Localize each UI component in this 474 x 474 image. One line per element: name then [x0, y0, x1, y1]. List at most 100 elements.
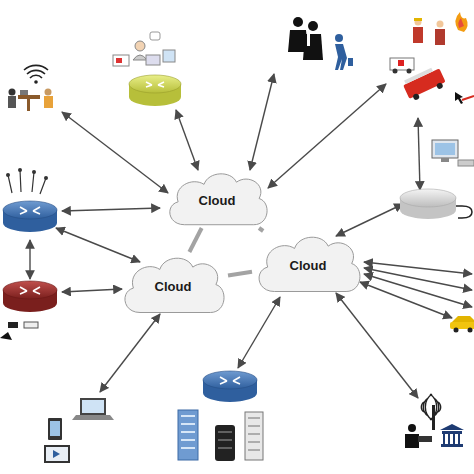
office-devices-icon-part	[163, 50, 175, 62]
cloud-link	[189, 228, 201, 252]
car-icon-part	[468, 328, 473, 333]
car-icon-part	[454, 328, 459, 333]
cafe-users-icon-part	[20, 90, 28, 95]
office-devices-icon-part	[146, 55, 160, 65]
node-label: Cloud	[155, 279, 192, 294]
car-icon	[450, 316, 474, 333]
user-devices-icon-part	[46, 447, 68, 461]
router-symbol	[3, 281, 57, 312]
router-symbol-part	[220, 377, 240, 384]
public-services-icon-part	[432, 405, 435, 430]
public-services-icon-part	[421, 394, 432, 420]
office-devices-icon-part	[113, 55, 129, 66]
router-symbol-part	[129, 75, 181, 93]
router-symbol	[129, 75, 181, 106]
cloud-outline	[170, 174, 267, 225]
public-services-icon-part	[440, 424, 464, 430]
emergency-services-icon-part-part	[436, 82, 444, 90]
computer-icon-part	[441, 158, 449, 162]
user-devices-icon-part	[53, 450, 60, 458]
wireless-devices-icon	[6, 168, 48, 194]
router-symbol-part	[20, 287, 40, 294]
emergency-services-icon-part	[407, 69, 412, 74]
buildings-icon-part	[245, 412, 263, 460]
emergency-services-icon-part	[458, 18, 464, 28]
device-arrows-part	[62, 208, 160, 211]
cafe-users-icon-part	[45, 89, 52, 96]
cafe-users-icon	[8, 65, 53, 111]
buildings-icon-part	[248, 418, 260, 450]
cloud-link	[228, 272, 252, 276]
device-arrows-part	[268, 84, 386, 188]
cloud-outline	[125, 258, 224, 312]
device-arrows-part	[29, 240, 30, 279]
router-symbol	[203, 371, 257, 402]
device-arrows-part	[418, 118, 420, 190]
cloud-node: Cloud	[118, 252, 228, 316]
office-devices-icon-part	[116, 58, 122, 63]
emergency-services-icon-part	[415, 19, 422, 26]
device-arrows-part	[364, 262, 472, 274]
user-devices-icon-part	[48, 418, 62, 440]
public-services-icon-part	[441, 444, 463, 447]
wireless-devices-icon-part	[8, 170, 46, 194]
device-arrows-part	[176, 110, 198, 170]
computer-icon-part	[432, 140, 458, 158]
cafe-users-icon-part	[34, 80, 38, 84]
cloud-node: Cloud	[163, 168, 271, 228]
office-devices-icon-part	[133, 55, 147, 60]
office-devices-icon-part	[150, 32, 160, 40]
buildings-icon	[178, 410, 263, 461]
router-symbol-part	[20, 207, 40, 214]
cafe-users-icon-part	[44, 96, 53, 108]
public-services-icon-part	[418, 436, 432, 442]
router-symbol	[3, 201, 57, 232]
wireless-devices-icon-part	[18, 168, 22, 172]
field-devices-icon	[0, 322, 38, 340]
router-symbol-part	[456, 206, 472, 218]
business-people-icon-part	[335, 34, 343, 42]
cafe-users-icon-part	[9, 89, 16, 96]
public-services-icon-part	[430, 394, 441, 420]
emergency-services-icon-part	[455, 92, 463, 104]
user-devices-icon-part	[82, 400, 104, 413]
emergency-services-icon-part	[393, 69, 398, 74]
router-symbol-part	[146, 82, 164, 87]
device-arrows	[30, 74, 472, 398]
user-devices-icon-part	[72, 415, 114, 420]
business-people-icon-part	[335, 44, 347, 70]
public-services-icon-part	[408, 424, 416, 432]
emergency-services-icon-part-part	[412, 93, 420, 101]
device-arrows-part	[250, 74, 274, 170]
business-people-icon-part	[307, 34, 310, 46]
user-devices-icon-part	[50, 421, 60, 436]
business-people-icon	[288, 17, 353, 70]
field-devices-icon-part	[0, 332, 12, 340]
cafe-users-icon-part	[18, 95, 40, 99]
computer-icon-part	[458, 160, 474, 166]
buildings-icon-part	[178, 410, 198, 460]
emergency-services-icon-part	[435, 29, 445, 45]
device-arrows-part	[336, 204, 403, 236]
wireless-devices-icon-part	[44, 176, 48, 180]
wireless-devices-icon-part	[32, 170, 36, 174]
cloud-link	[259, 228, 263, 231]
public-services-icon	[405, 394, 464, 448]
car-icon-part	[452, 316, 474, 322]
cloud-outline	[259, 237, 360, 291]
router-symbol-part	[3, 281, 57, 299]
public-services-icon-part	[442, 431, 462, 434]
router-symbol-part	[3, 201, 57, 219]
node-label: Cloud	[199, 193, 236, 208]
device-arrows-part	[56, 228, 140, 262]
emergency-services-icon-part-part	[404, 68, 433, 84]
emergency-services-icon-part	[398, 60, 404, 66]
emergency-services-icon-part	[390, 58, 414, 70]
cafe-users-icon-part	[27, 99, 30, 111]
emergency-services-icon-part	[414, 18, 422, 21]
device-arrows-part	[238, 297, 280, 368]
router-symbol	[400, 189, 472, 219]
